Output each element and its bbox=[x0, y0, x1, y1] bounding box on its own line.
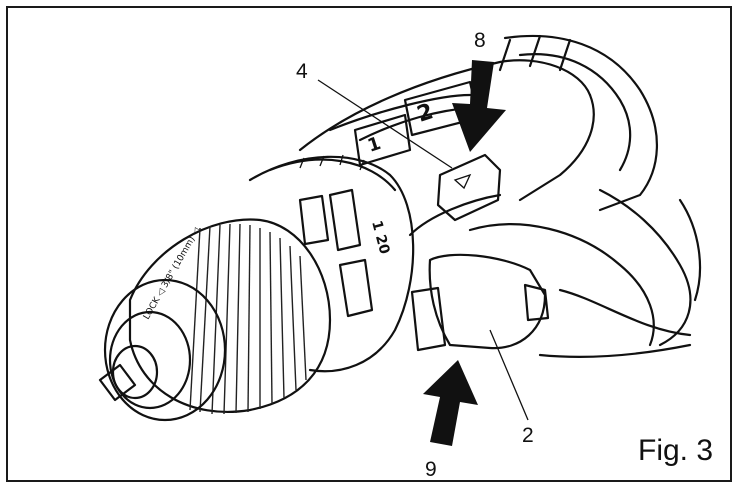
callout-2: 2 bbox=[522, 424, 534, 447]
callout-9: 9 bbox=[425, 458, 437, 481]
svg-text:LOCK ◁ 3/8" (10mm) ◁: LOCK ◁ 3/8" (10mm) ◁ bbox=[142, 226, 203, 321]
arrow-9 bbox=[423, 360, 478, 446]
leader-line-2 bbox=[489, 329, 529, 421]
drill-handle bbox=[468, 198, 702, 359]
drill-rear-housing bbox=[498, 34, 692, 347]
speed-change-switch bbox=[436, 153, 502, 222]
callout-4: 4 bbox=[296, 60, 308, 83]
torque-adjusting-ring: 1 20 bbox=[248, 154, 415, 373]
drill-body: 2 1 bbox=[298, 59, 595, 237]
svg-text:2: 2 bbox=[414, 99, 436, 128]
leader-line-4 bbox=[317, 79, 453, 169]
callout-8: 8 bbox=[474, 29, 486, 52]
figure-frame bbox=[6, 6, 732, 482]
drill-chuck: LOCK ◁ 3/8" (10mm) ◁ bbox=[98, 218, 332, 422]
switch-trigger bbox=[410, 253, 550, 352]
svg-text:1: 1 bbox=[365, 133, 383, 157]
arrow-8 bbox=[452, 60, 506, 152]
figure-label: Fig. 3 bbox=[638, 434, 713, 467]
svg-text:1 20: 1 20 bbox=[368, 219, 392, 256]
